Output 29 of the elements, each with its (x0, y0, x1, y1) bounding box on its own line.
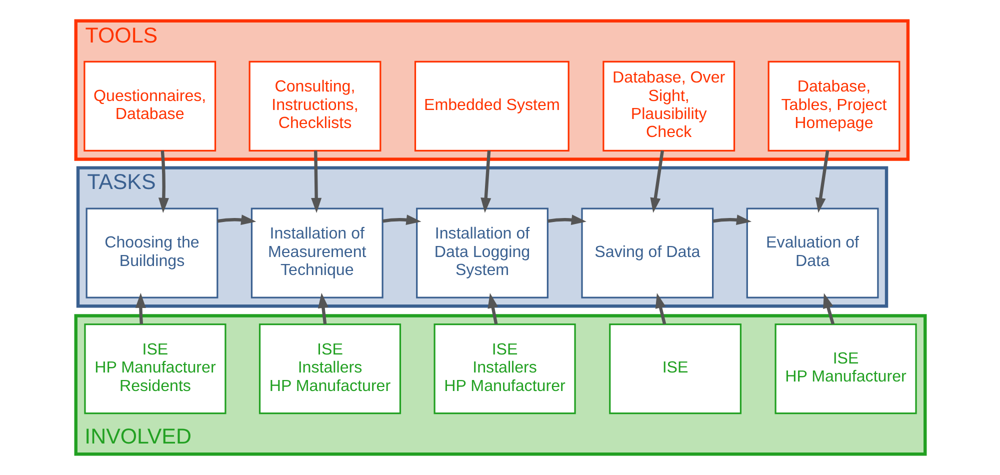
node-box: Database, Over Sight, Plausibility Check (602, 60, 735, 152)
node-box: Installation of Data Logging System (416, 208, 548, 298)
node-box: Saving of Data (580, 208, 714, 298)
node-box: Database, Tables, Project Homepage (767, 60, 900, 152)
arrow (654, 293, 666, 324)
node-box: Installation of Measurement Technique (250, 208, 383, 298)
arrow (310, 150, 322, 213)
node-box: Questionnaires, Database (83, 60, 216, 152)
arrow (822, 293, 834, 325)
node-box: Choosing the Buildings (85, 208, 218, 298)
arrow (814, 150, 829, 213)
node-box: Evaluation of Data (746, 208, 878, 298)
node-box: ISE HP Manufacturer Residents (84, 324, 226, 414)
arrow (158, 150, 168, 213)
arrow (134, 292, 146, 324)
arrow (480, 150, 491, 213)
arrow (216, 214, 256, 226)
node-box: ISE (608, 324, 741, 414)
node-box: ISE HP Manufacturer (774, 324, 916, 414)
arrow (650, 150, 664, 213)
arrow (547, 214, 586, 226)
node-box: Embedded System (414, 60, 569, 152)
arrow (712, 214, 752, 226)
node-box: ISE Installers HP Manufacturer (258, 324, 401, 414)
arrow (382, 214, 421, 226)
arrow (487, 292, 498, 324)
arrow (317, 292, 328, 324)
node-box: ISE Installers HP Manufacturer (433, 324, 576, 414)
node-box: Consulting, Instructions, Checklists (248, 60, 381, 152)
